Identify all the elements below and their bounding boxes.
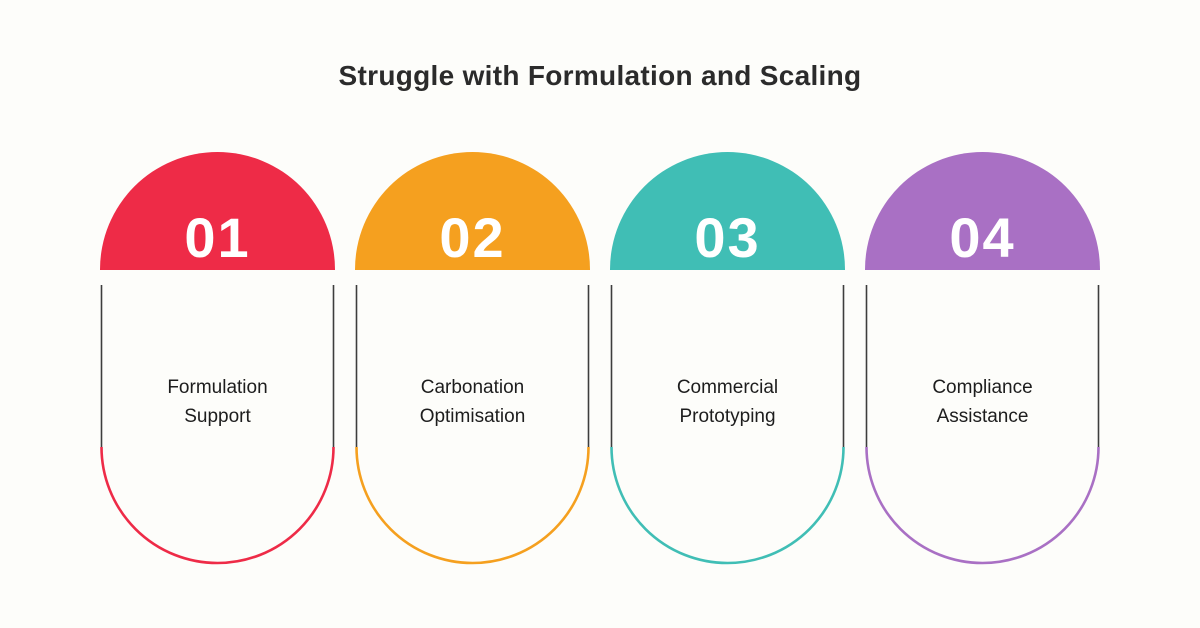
step-number: 03 xyxy=(694,206,761,269)
step-body: Formulation Support xyxy=(100,285,335,566)
step-label: Formulation Support xyxy=(167,377,268,428)
step-number: 01 xyxy=(184,206,251,269)
step-number: 04 xyxy=(949,206,1016,269)
step-label: Carbonation Optimisation xyxy=(419,377,526,428)
step-body: Carbonation Optimisation xyxy=(355,285,590,566)
page-title: Struggle with Formulation and Scaling xyxy=(338,60,862,91)
step-card-1: 01 Formulation Support xyxy=(100,152,335,566)
step-card-3: 03 Commercial Prototyping xyxy=(610,152,845,566)
step-label: Commercial Prototyping xyxy=(676,377,779,428)
step-number: 02 xyxy=(439,206,506,269)
card-outline-shape xyxy=(355,285,590,565)
step-number-badge: 04 xyxy=(865,152,1100,270)
step-number-badge: 02 xyxy=(355,152,590,270)
step-number-badge: 01 xyxy=(100,152,335,270)
step-number-badge: 03 xyxy=(610,152,845,270)
step-body: Compliance Assistance xyxy=(865,285,1100,566)
step-card-2: 02 Carbonation Optimisation xyxy=(355,152,590,566)
step-card-4: 04 Compliance Assistance xyxy=(865,152,1100,566)
card-outline-shape xyxy=(865,285,1100,565)
step-body: Commercial Prototyping xyxy=(610,285,845,566)
card-outline-shape xyxy=(610,285,845,565)
steps-row: 01 Formulation Support 02 xyxy=(0,152,1200,566)
card-outline-shape xyxy=(100,285,335,565)
step-label: Compliance Assistance xyxy=(932,377,1033,428)
